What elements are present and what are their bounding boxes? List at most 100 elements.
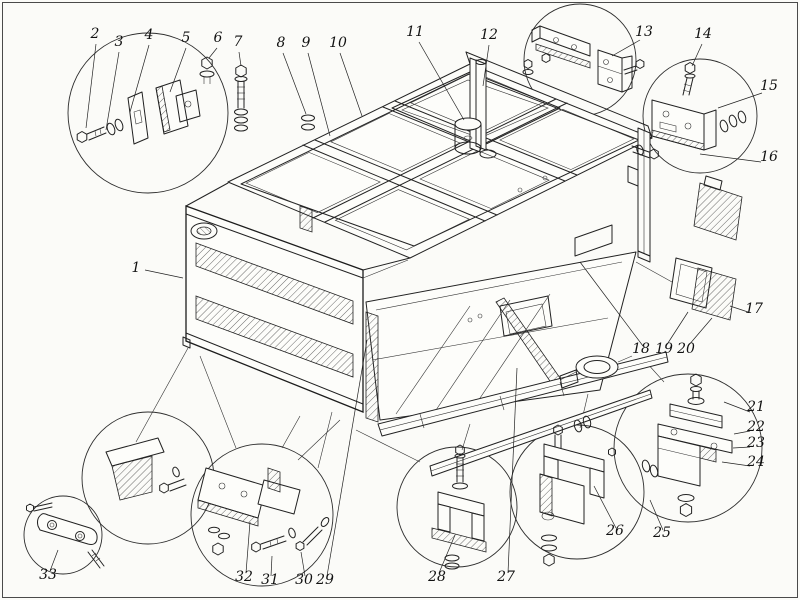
side-apron — [365, 224, 669, 477]
callout-leader-19 — [665, 311, 689, 347]
washer-28b — [444, 554, 460, 562]
callout-label-10: 10 — [329, 35, 347, 51]
washer-31 — [288, 527, 296, 539]
bracket-13-group — [522, 25, 645, 93]
bolt-16-head — [649, 148, 659, 160]
bolt-13c — [635, 59, 645, 69]
hook-body — [111, 455, 153, 501]
washer-15b — [728, 114, 738, 128]
washer-26d — [541, 544, 557, 552]
slat-band-lower — [195, 295, 354, 378]
cargo-deck — [227, 63, 653, 259]
spare-bracket-oval — [559, 355, 633, 389]
plate-20 — [691, 267, 737, 321]
callout-leader-5 — [169, 47, 187, 93]
callout-leader-10 — [339, 52, 363, 117]
callout-label-27: 27 — [496, 569, 515, 585]
bolt-13a — [523, 59, 533, 69]
callout-label-21: 21 — [746, 399, 765, 415]
callout-leader-13 — [611, 39, 641, 57]
plate-upper — [693, 182, 743, 241]
callout-label-15: 15 — [760, 78, 778, 94]
callout-label-3: 3 — [115, 34, 124, 50]
access-door — [499, 295, 553, 337]
callout-label-28: 28 — [427, 569, 446, 585]
plate-4 — [127, 91, 149, 145]
callout-leader-30 — [300, 551, 306, 577]
callout-leader-33 — [49, 549, 59, 572]
callout-label-8: 8 — [277, 35, 286, 51]
bubble-bracket-29-32 — [190, 443, 334, 587]
washer-26a — [573, 419, 583, 433]
bolt-14-head — [684, 62, 696, 74]
callout-label-19: 19 — [655, 341, 673, 357]
callout-label-24: 24 — [746, 454, 765, 470]
callout-leader-23 — [732, 446, 751, 449]
callout-leader-32 — [245, 521, 251, 574]
slat-band-upper — [195, 242, 354, 325]
callout-leader-29 — [326, 339, 368, 577]
clamp-base — [431, 527, 487, 553]
callout-leader-25 — [649, 499, 664, 531]
washer-26b — [582, 415, 592, 429]
callout-leader-8 — [282, 52, 307, 115]
front-panel — [182, 182, 411, 413]
hook-top — [105, 437, 165, 467]
washer-32b — [218, 532, 230, 540]
clamp-right — [471, 512, 485, 542]
corner-strut — [365, 311, 379, 423]
callout-leader-14 — [691, 43, 703, 67]
bolt-30-head — [295, 541, 305, 551]
callout-leader-9 — [307, 52, 331, 137]
callout-label-16: 16 — [760, 149, 778, 165]
washer-6 — [199, 70, 215, 78]
bolt-31-head — [251, 541, 261, 553]
callout-label-23: 23 — [746, 435, 765, 451]
callout-leader-15 — [717, 92, 763, 109]
hinge-26-group — [539, 415, 616, 567]
bolt-28-head — [455, 444, 465, 456]
fastener-set-top — [199, 56, 315, 132]
callout-leader-6 — [208, 47, 218, 59]
bolt-13b — [541, 53, 551, 63]
bolt-26-head — [553, 424, 563, 436]
callout-leader-22 — [733, 430, 751, 435]
callout-leader-28 — [438, 534, 456, 574]
washer-24b — [649, 464, 659, 478]
washer-15c — [737, 110, 747, 124]
latch-21-25-group — [641, 373, 733, 517]
bolt-33-head — [26, 503, 34, 513]
washer-28c — [444, 562, 460, 570]
washer-25 — [677, 494, 695, 502]
nut-6 — [201, 56, 213, 70]
callout-label-17: 17 — [745, 301, 763, 317]
callout-label-32: 32 — [235, 569, 253, 585]
hook-bolt-head — [159, 482, 169, 494]
callout-label-25: 25 — [652, 525, 671, 541]
callout-leader-24 — [721, 461, 751, 467]
callout-leader-12 — [482, 44, 490, 87]
callout-leader-2 — [85, 43, 97, 129]
callout-leader-3 — [105, 51, 120, 131]
callout-label-11: 11 — [406, 24, 424, 40]
callout-label-5: 5 — [182, 30, 191, 46]
callout-label-26: 26 — [605, 523, 624, 539]
callout-label-13: 13 — [635, 24, 653, 40]
washer-3 — [106, 122, 116, 136]
detail-bubbles — [23, 3, 763, 587]
callout-leader-17 — [729, 305, 749, 313]
bracket-29-32-group — [197, 467, 330, 556]
callout-leader-21 — [723, 401, 751, 413]
nut-25 — [679, 503, 693, 517]
callout-label-6: 6 — [214, 30, 223, 46]
bubble-bracket-15 — [642, 58, 758, 174]
nut-32 — [212, 542, 224, 556]
washer-8b — [301, 123, 315, 131]
bracket-5b — [175, 89, 201, 123]
tow-eye-plate — [37, 513, 98, 545]
callout-label-7: 7 — [234, 34, 243, 50]
plates-17-20 — [669, 175, 743, 321]
hook-washer — [172, 466, 180, 478]
callout-leader-16 — [699, 153, 762, 163]
